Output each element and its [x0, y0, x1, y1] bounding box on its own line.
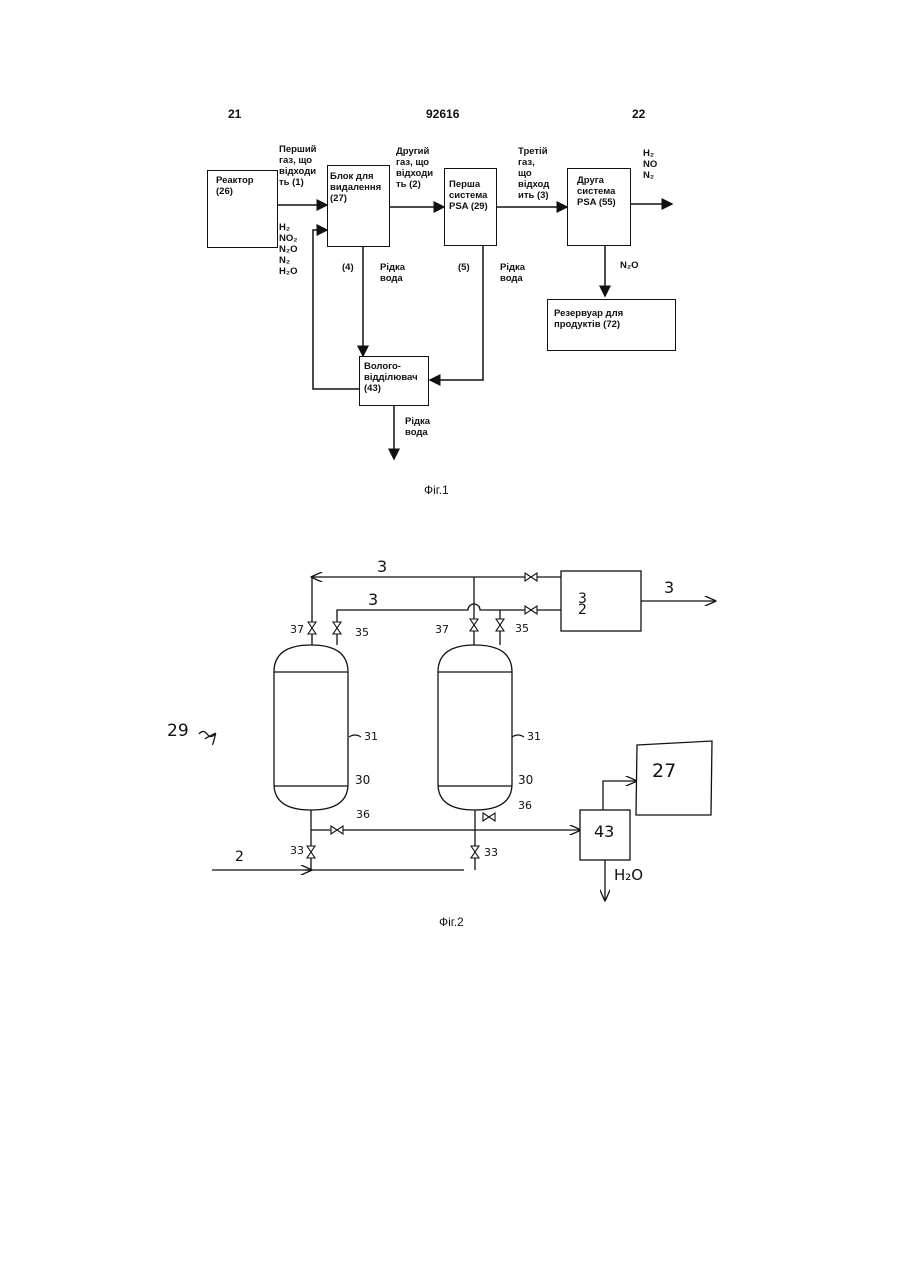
line-3-top-label: 3 [377, 561, 387, 572]
valve-35-left [333, 622, 341, 634]
system-29-pointer [199, 732, 215, 737]
valve-37-right-label: 37 [435, 624, 449, 635]
vessel-30-left-label: 30 [355, 775, 370, 786]
figure-2-schematic [0, 0, 901, 960]
valve-mid-right [525, 606, 537, 614]
line-3-mid-label: 3 [368, 594, 378, 605]
bed-31-right-label: 31 [527, 731, 541, 742]
valve-33-right [471, 846, 479, 858]
valve-33-right-label: 33 [484, 847, 498, 858]
to-27-arrow [603, 781, 636, 810]
box-32-label: 3 2 [578, 594, 587, 616]
valve-36-left-label: 36 [356, 809, 370, 820]
valve-37-right [470, 619, 478, 631]
h2o-label: H₂O [614, 870, 643, 881]
box-32 [561, 571, 641, 631]
vessel-30-right-label: 30 [518, 775, 533, 786]
bed-31-left-label: 31 [364, 731, 378, 742]
valve-36-right-label: 36 [518, 800, 532, 811]
valve-top-right [525, 573, 537, 581]
vessel-left [274, 645, 348, 810]
valve-35-right [496, 619, 504, 631]
valve-35-right-label: 35 [515, 623, 529, 634]
box-27-label: 27 [652, 766, 676, 777]
output-3-label: 3 [664, 582, 674, 593]
feed-2-label: 2 [235, 852, 244, 863]
valve-35-left-label: 35 [355, 627, 369, 638]
system-29-label: 29 [167, 726, 189, 737]
valve-37-left-label: 37 [290, 624, 304, 635]
vessel-right [438, 645, 512, 810]
valve-36-left [331, 826, 343, 834]
figure-2-caption: Фіг.2 [439, 915, 464, 929]
box-43-label: 43 [594, 826, 614, 837]
valve-33-left [307, 846, 315, 858]
valve-36-right [483, 813, 495, 821]
valve-33-left-label: 33 [290, 845, 304, 856]
valve-37-left [308, 622, 316, 634]
